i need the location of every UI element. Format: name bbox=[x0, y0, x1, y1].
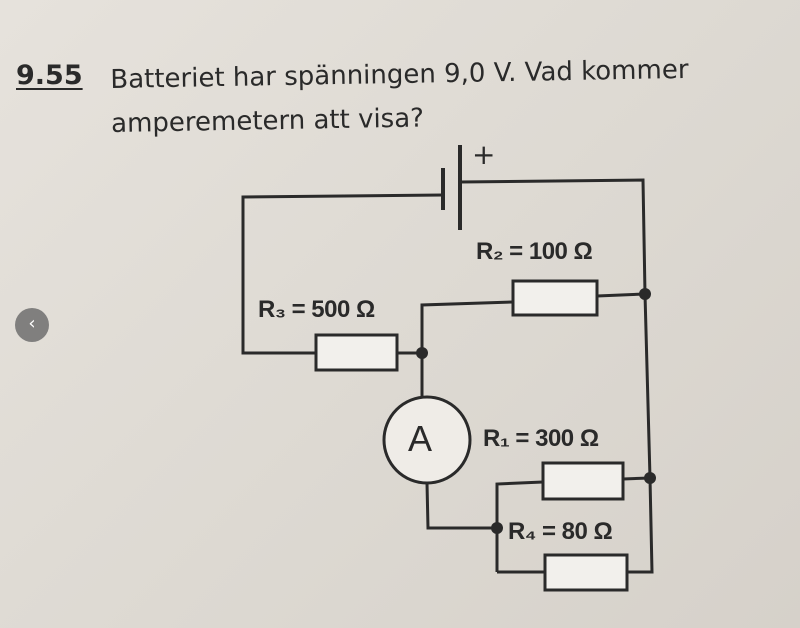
r2-label: R₂ = 100 Ω bbox=[476, 238, 593, 265]
junction-node bbox=[491, 522, 503, 534]
wire-r2-right bbox=[596, 292, 646, 298]
battery-plus-label: + bbox=[472, 138, 496, 171]
wire-top-right bbox=[459, 178, 654, 574]
r3-label: R₃ = 500 Ω bbox=[258, 296, 375, 323]
wire-r3-junction bbox=[397, 351, 424, 397]
ammeter-label: A bbox=[408, 418, 433, 459]
wire-ammeter-bottom bbox=[425, 482, 497, 530]
chevron-left-icon: ‹ bbox=[28, 313, 36, 334]
resistor-r1 bbox=[541, 461, 625, 501]
resistor-r3 bbox=[314, 333, 399, 372]
r1-label: R₁ = 300 Ω bbox=[483, 425, 599, 452]
back-button[interactable]: ‹ bbox=[15, 308, 49, 342]
junction-node bbox=[416, 347, 428, 359]
junction-node bbox=[639, 288, 651, 300]
resistor-r4 bbox=[543, 553, 629, 592]
junction-node bbox=[644, 472, 656, 484]
r4-label: R₄ = 80 Ω bbox=[508, 518, 613, 545]
wire-left-loop bbox=[241, 193, 444, 355]
problem-number: 9.55 bbox=[16, 60, 83, 91]
wire-r1 bbox=[495, 480, 544, 572]
resistor-r2 bbox=[511, 279, 599, 317]
wire-r2-branch bbox=[420, 300, 514, 353]
